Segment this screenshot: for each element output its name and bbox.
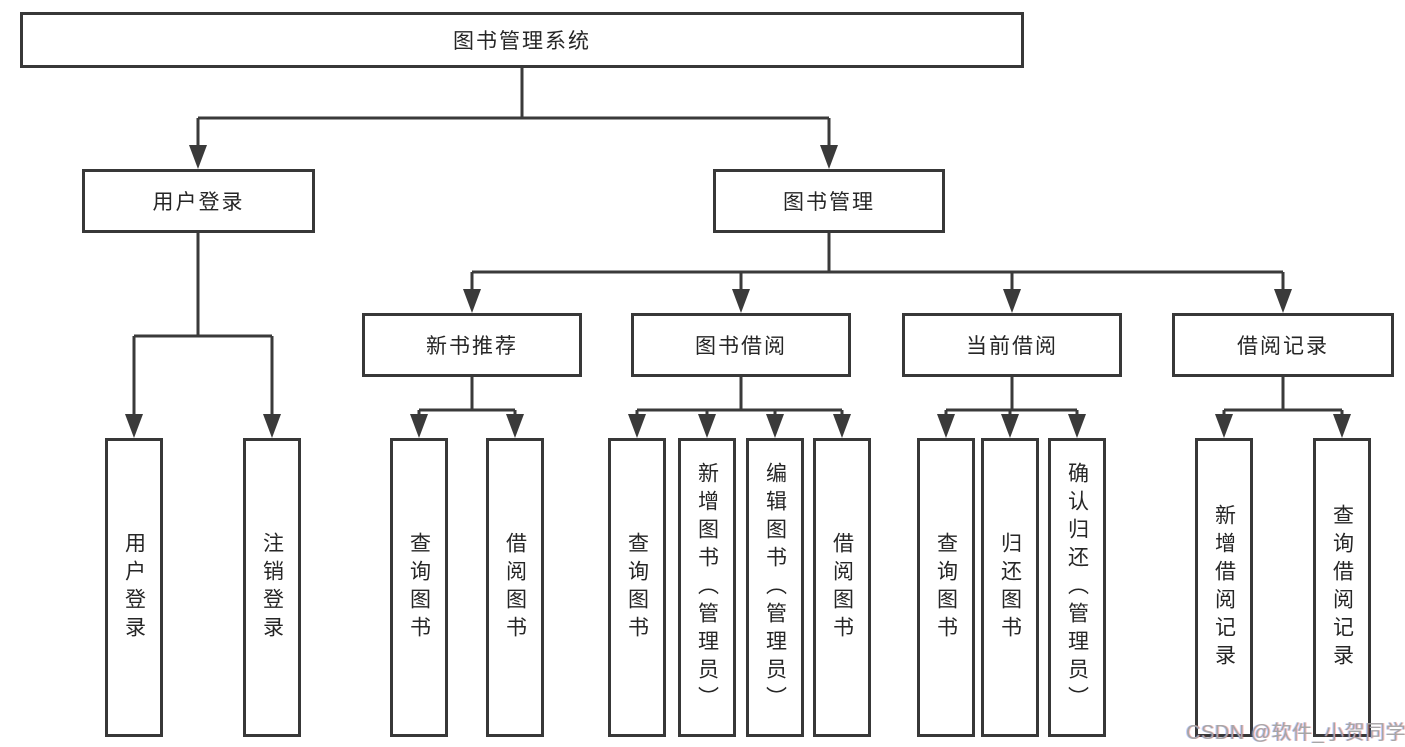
node-label: 图书管理系统 (453, 30, 591, 53)
node-leaf-add-borrow-record: 新增借阅记录 (1195, 438, 1253, 737)
node-label: 新增借阅记录 (1212, 503, 1236, 672)
node-label: 新增图书（管理员） (695, 461, 719, 714)
node-label: 用户登录 (122, 531, 146, 644)
node-new-book-recommend: 新书推荐 (362, 313, 582, 377)
node-user-login-branch: 用户登录 (82, 169, 315, 233)
node-borrowing-records: 借阅记录 (1172, 313, 1394, 377)
node-leaf-query-books-1: 查询图书 (390, 438, 448, 737)
node-leaf-return-books: 归还图书 (981, 438, 1039, 737)
node-label: 查询图书 (407, 531, 431, 644)
node-label: 用户登录 (152, 191, 245, 214)
node-label: 图书管理 (783, 191, 875, 214)
node-label: 借阅图书 (830, 531, 854, 644)
node-label: 注销登录 (260, 531, 284, 644)
node-label: 确认归还（管理员） (1065, 461, 1089, 714)
node-label: 图书借阅 (695, 335, 787, 358)
node-leaf-user-login: 用户登录 (105, 438, 163, 737)
node-leaf-borrow-books-1: 借阅图书 (486, 438, 544, 737)
node-label: 当前借阅 (966, 335, 1058, 358)
node-label: 借阅图书 (503, 531, 527, 644)
node-book-borrowing: 图书借阅 (631, 313, 851, 377)
node-leaf-add-books-admin: 新增图书（管理员） (678, 438, 736, 737)
node-label: 编辑图书（管理员） (763, 461, 787, 714)
node-leaf-confirm-return-admin: 确认归还（管理员） (1048, 438, 1106, 737)
arrowheads (125, 145, 1351, 438)
node-leaf-query-books-3: 查询图书 (917, 438, 975, 737)
node-leaf-query-borrow-record: 查询借阅记录 (1313, 438, 1371, 737)
node-label: 查询借阅记录 (1330, 503, 1354, 672)
csdn-watermark: CSDN @软件_小贺同学 (1186, 722, 1405, 744)
node-leaf-edit-books-admin: 编辑图书（管理员） (746, 438, 804, 737)
node-label: 新书推荐 (426, 335, 518, 358)
node-label: 归还图书 (998, 531, 1022, 644)
node-library-system: 图书管理系统 (20, 12, 1024, 68)
node-current-borrowing: 当前借阅 (902, 313, 1122, 377)
node-label: 查询图书 (625, 531, 649, 644)
node-leaf-borrow-books-2: 借阅图书 (813, 438, 871, 737)
node-label: 查询图书 (934, 531, 958, 644)
node-leaf-query-books-2: 查询图书 (608, 438, 666, 737)
node-label: 借阅记录 (1237, 335, 1329, 358)
node-leaf-logout: 注销登录 (243, 438, 301, 737)
node-book-management-branch: 图书管理 (713, 169, 945, 233)
